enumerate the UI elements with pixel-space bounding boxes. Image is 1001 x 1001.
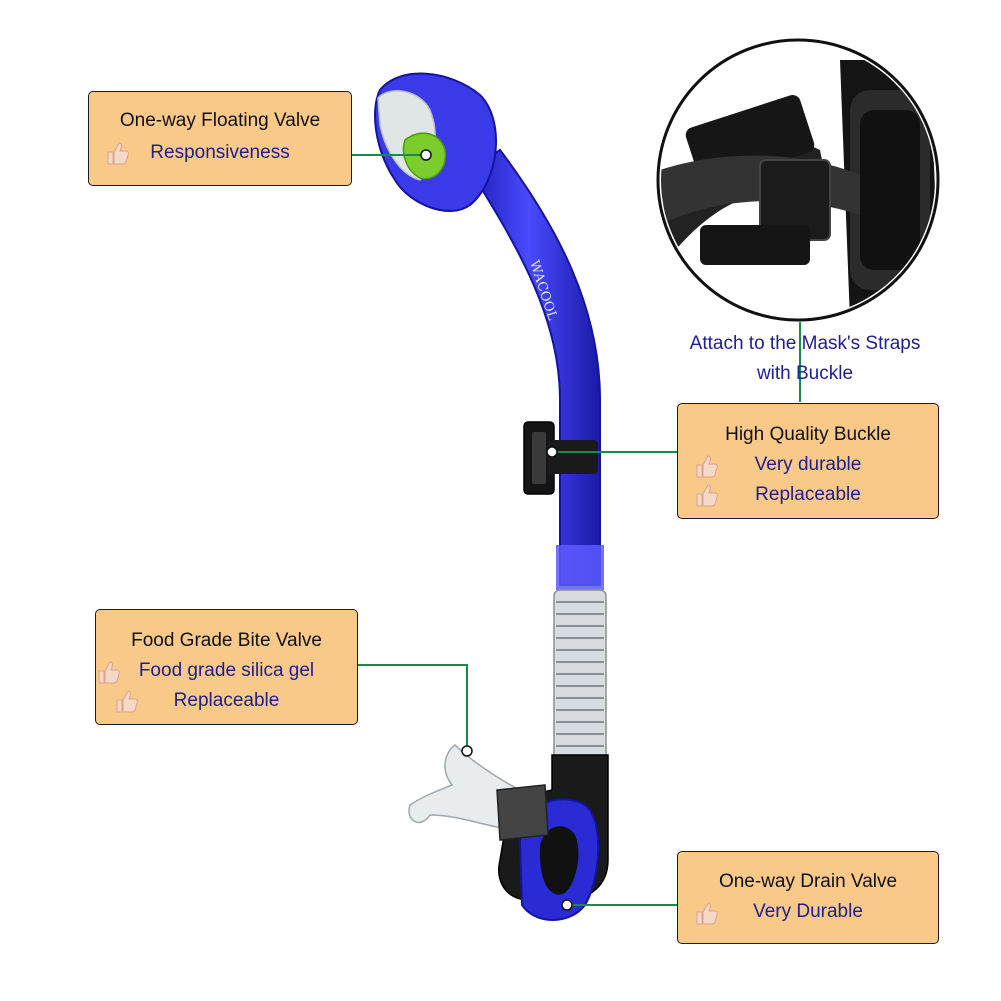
mask-caption: Attach to the Mask's Straps with Buckle bbox=[650, 329, 960, 389]
mask-caption-line1: Attach to the Mask's Straps bbox=[689, 333, 921, 354]
callout-title: One-way Drain Valve bbox=[718, 871, 898, 892]
mask-strap-inset bbox=[656, 38, 940, 322]
thumbs-up-icon bbox=[696, 902, 718, 925]
callout-feature: Very Durable bbox=[753, 901, 863, 922]
callout-feature: Responsiveness bbox=[150, 142, 290, 163]
callout-title: One-way Floating Valve bbox=[119, 110, 321, 131]
callout-feature: Replaceable bbox=[173, 690, 280, 711]
callout-feature: Very durable bbox=[754, 454, 862, 475]
callout-feature: Replaceable bbox=[755, 484, 861, 505]
floating-valve-callout: One-way Floating Valve Responsiveness bbox=[88, 91, 352, 186]
thumbs-up-icon bbox=[98, 661, 120, 684]
thumbs-up-icon bbox=[116, 690, 138, 713]
callout-title: Food Grade Bite Valve bbox=[131, 630, 322, 651]
callout-feature: Food grade silica gel bbox=[138, 660, 315, 681]
drain-valve-callout: One-way Drain Valve Very Durable bbox=[677, 851, 939, 944]
snorkel-tube: WACOOL bbox=[374, 72, 609, 921]
bite-valve-callout: Food Grade Bite Valve Food grade silica … bbox=[95, 609, 358, 725]
thumbs-up-icon bbox=[696, 455, 718, 478]
mask-caption-line2: with Buckle bbox=[756, 363, 854, 384]
thumbs-up-icon bbox=[696, 484, 718, 507]
leader-dots bbox=[420, 149, 573, 911]
thumbs-up-icon bbox=[107, 142, 129, 165]
callout-title: High Quality Buckle bbox=[725, 424, 891, 445]
buckle-callout: High Quality Buckle Very durable Replace… bbox=[677, 403, 939, 519]
leader-lines bbox=[352, 154, 677, 906]
